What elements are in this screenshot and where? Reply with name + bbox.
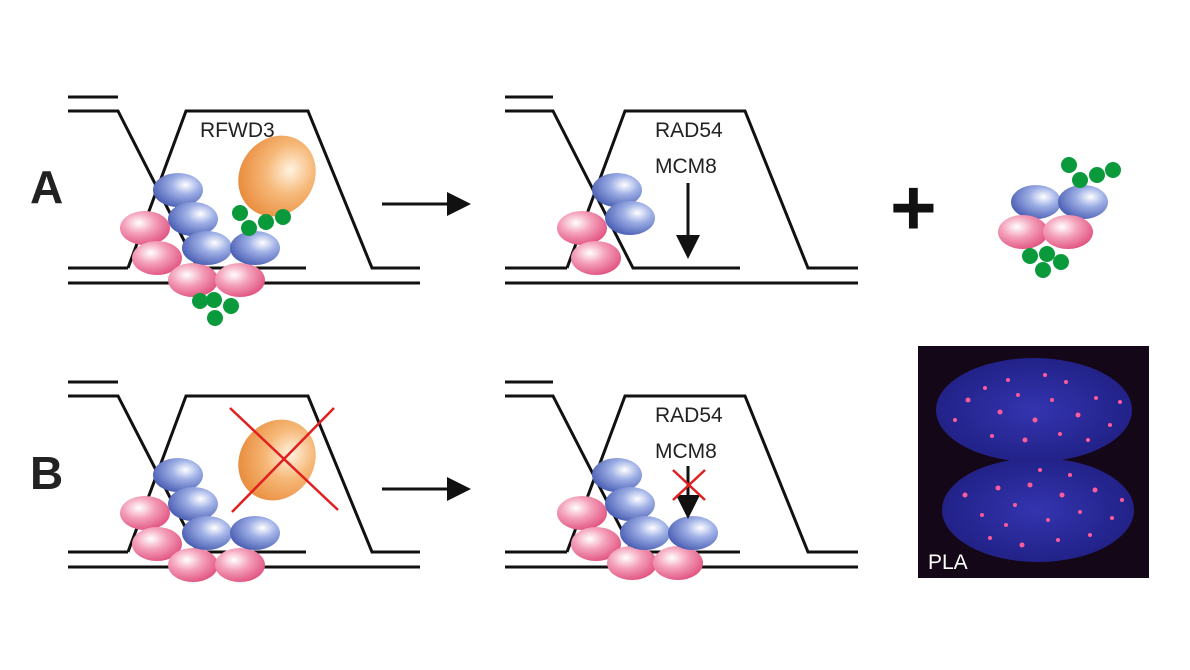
panel-b: B xyxy=(30,346,1149,582)
pla-foci xyxy=(953,373,1124,548)
ubiquitin-chain xyxy=(232,205,291,236)
panel-a-left-structure: RFWD3 xyxy=(68,95,420,326)
ubiquitin-chain xyxy=(1022,246,1069,278)
rad51-protein xyxy=(620,516,670,550)
rpa-proteins xyxy=(120,496,265,582)
blocked-cross xyxy=(672,469,706,501)
ubiquitin-chain xyxy=(192,292,239,326)
ubiquitin-dot xyxy=(232,205,248,221)
nucleus xyxy=(936,358,1132,462)
rad51-protein xyxy=(1011,185,1061,219)
ubiquitin-dot xyxy=(1053,254,1069,270)
rpa-protein xyxy=(571,527,621,561)
pla-micrograph: PLA xyxy=(918,346,1149,578)
rad51-protein xyxy=(592,173,642,207)
panel-b-letter: B xyxy=(30,447,63,499)
rpa-protein xyxy=(1043,215,1093,249)
rfwd3-protein xyxy=(238,419,316,501)
rad51-protein xyxy=(168,202,218,236)
rpa-protein xyxy=(557,211,607,245)
rpa-protein xyxy=(132,527,182,561)
rpa-proteins xyxy=(557,211,621,275)
ubiquitin-dot xyxy=(1022,248,1038,264)
rpa-proteins xyxy=(120,211,265,297)
ubiquitin-dot xyxy=(1089,167,1105,183)
ubiquitin-dot xyxy=(1072,172,1088,188)
panel-b-left-structure xyxy=(68,380,420,582)
panel-a-letter: A xyxy=(30,161,63,213)
rad51-proteins xyxy=(153,458,280,550)
rfwd3-absent-cross xyxy=(229,407,339,513)
rad51-proteins xyxy=(153,173,280,265)
rad51-proteins xyxy=(592,458,718,550)
rfwd3-label: RFWD3 xyxy=(200,119,275,142)
ubiquitin-chain xyxy=(1061,157,1121,188)
rad51-protein xyxy=(153,458,203,492)
ubiquitin-dot xyxy=(1061,157,1077,173)
ubiquitin-dot xyxy=(275,209,291,225)
rpa-protein xyxy=(215,548,265,582)
ubiquitin-dot xyxy=(1039,246,1055,262)
mcm8-label: MCM8 xyxy=(655,440,717,463)
rad54-label: RAD54 xyxy=(655,119,723,142)
ubiquitin-dot xyxy=(1035,262,1051,278)
panel-a-right-structure: RAD54 MCM8 xyxy=(505,95,858,285)
rpa-protein xyxy=(571,241,621,275)
rad51-protein xyxy=(1058,185,1108,219)
ubiquitin-dot xyxy=(192,293,208,309)
rad51-proteins xyxy=(592,173,655,235)
ubiquitin-dot xyxy=(206,292,222,308)
panel-b-right-structure: RAD54 MCM8 xyxy=(505,380,858,580)
ubiquitin-dot xyxy=(258,214,274,230)
rpa-protein xyxy=(168,548,218,582)
rpa-protein xyxy=(215,263,265,297)
rad54-label: RAD54 xyxy=(655,404,723,427)
rad51-protein xyxy=(230,516,280,550)
rad51-protein xyxy=(153,173,203,207)
nucleus xyxy=(942,458,1134,562)
rad51-protein xyxy=(605,487,655,521)
rpa-protein xyxy=(998,215,1048,249)
rad51-protein xyxy=(668,516,718,550)
rpa-protein xyxy=(120,211,170,245)
rad51-protein xyxy=(592,458,642,492)
mcm8-label: MCM8 xyxy=(655,155,717,178)
rpa-protein xyxy=(168,263,218,297)
rad51-protein xyxy=(182,231,232,265)
rpa-protein xyxy=(557,496,607,530)
rad51-protein xyxy=(182,516,232,550)
rpa-protein xyxy=(653,546,703,580)
rpa-protein xyxy=(132,241,182,275)
rpa-proteins xyxy=(557,496,703,580)
ubiquitin-dot xyxy=(241,220,257,236)
rpa-protein xyxy=(120,496,170,530)
rad51-protein xyxy=(605,201,655,235)
ubiquitin-dot xyxy=(1105,162,1121,178)
rfwd3-protein xyxy=(238,135,316,217)
panel-a: A RFWD3 xyxy=(30,95,1121,326)
rad51-protein xyxy=(230,231,280,265)
released-complex xyxy=(998,157,1121,278)
pla-label: PLA xyxy=(928,551,968,574)
rad51-protein xyxy=(168,487,218,521)
plus-sign: + xyxy=(890,163,937,252)
ubiquitin-dot xyxy=(207,310,223,326)
ubiquitin-dot xyxy=(223,298,239,314)
rpa-protein xyxy=(607,546,657,580)
